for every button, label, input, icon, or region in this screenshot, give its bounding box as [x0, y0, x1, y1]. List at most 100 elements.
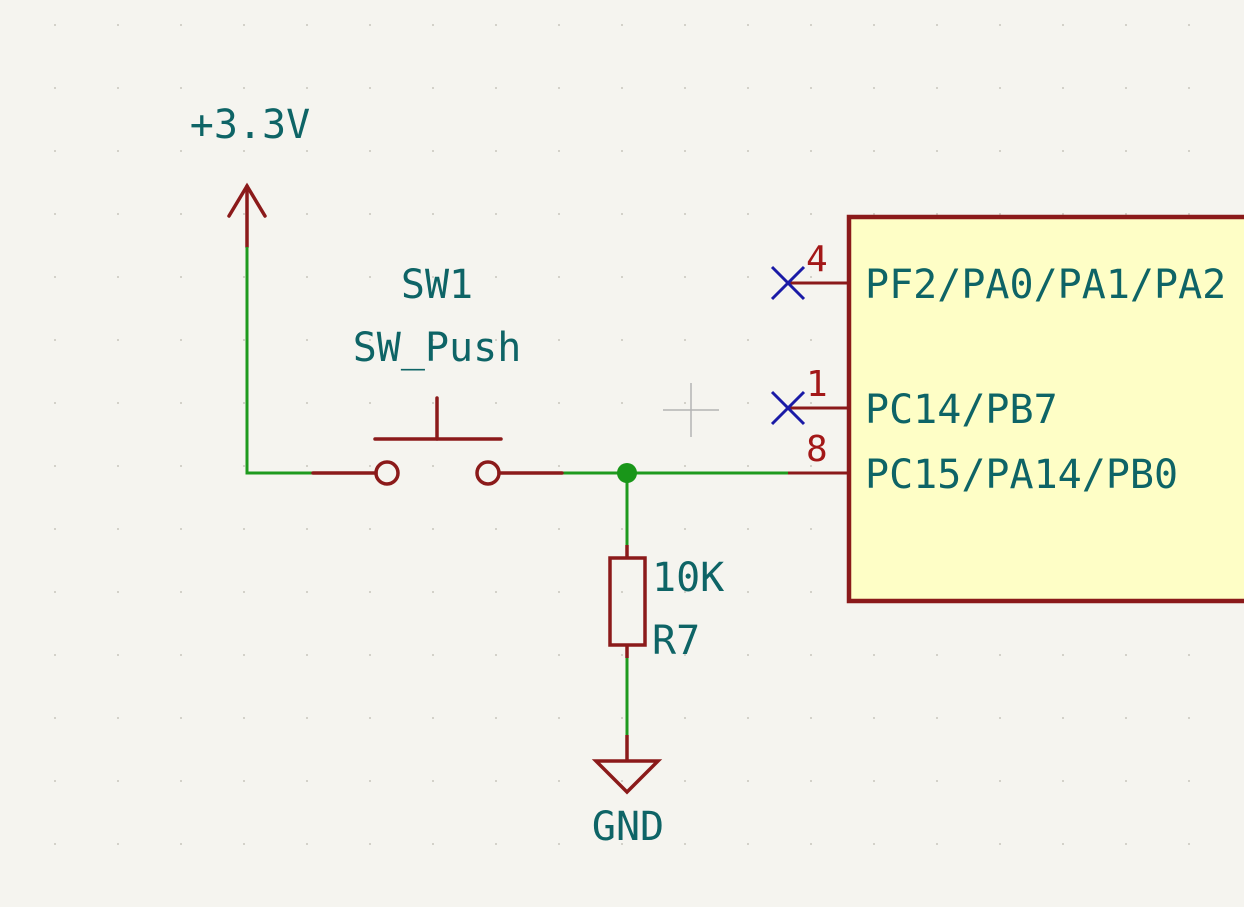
grid-dot: [810, 591, 812, 593]
grid-dot: [747, 402, 749, 404]
grid-dot: [432, 87, 434, 89]
grid-dot: [117, 87, 119, 89]
resistor-symbol[interactable]: [608, 545, 647, 658]
grid-dot: [621, 528, 623, 530]
wire-vcc-to-switch[interactable]: [245, 247, 313, 475]
grid-dot: [810, 24, 812, 26]
grid-dot: [621, 150, 623, 152]
grid-dot: [1188, 24, 1190, 26]
grid-dot: [747, 150, 749, 152]
grid-dot: [999, 843, 1001, 845]
grid-dot: [54, 402, 56, 404]
grid-dot: [306, 717, 308, 719]
grid-dot: [621, 24, 623, 26]
grid-dot: [180, 87, 182, 89]
grid-dot: [558, 276, 560, 278]
grid-dot: [369, 717, 371, 719]
grid-dot: [117, 591, 119, 593]
grid-dot: [747, 717, 749, 719]
grid-dot: [621, 402, 623, 404]
grid-dot: [54, 150, 56, 152]
grid-dot: [180, 402, 182, 404]
grid-dot: [369, 465, 371, 467]
grid-dot: [558, 339, 560, 341]
grid-dot: [54, 654, 56, 656]
grid-dot: [369, 528, 371, 530]
grid-dot: [747, 843, 749, 845]
grid-dot: [810, 465, 812, 467]
grid-dot: [747, 213, 749, 215]
grid-dot: [621, 780, 623, 782]
grid-dot: [621, 591, 623, 593]
grid-dot: [369, 591, 371, 593]
grid-dot: [54, 843, 56, 845]
grid-dot: [1125, 843, 1127, 845]
grid-dot: [873, 150, 875, 152]
grid-dot: [306, 843, 308, 845]
ic-pin-8[interactable]: 8 PC15/PA14/PB0: [788, 429, 1178, 498]
grid-dot: [684, 87, 686, 89]
grid-dot: [621, 87, 623, 89]
grid-dot: [558, 150, 560, 152]
grid-dot: [432, 402, 434, 404]
grid-dot: [117, 339, 119, 341]
grid-dot: [873, 717, 875, 719]
grid-dot: [1062, 717, 1064, 719]
grid-dot: [1062, 213, 1064, 215]
grid-dot: [810, 843, 812, 845]
vcc-label: +3.3V: [190, 102, 310, 148]
power-symbol-gnd[interactable]: [591, 735, 663, 795]
grid-dot: [369, 843, 371, 845]
grid-dot: [54, 528, 56, 530]
grid-dot: [621, 843, 623, 845]
grid-dot: [1125, 717, 1127, 719]
ic-pin-1[interactable]: 1 PC14/PB7: [788, 364, 1058, 433]
grid-dot: [180, 24, 182, 26]
grid-dot: [54, 780, 56, 782]
grid-dot: [495, 780, 497, 782]
push-switch-symbol[interactable]: [311, 396, 564, 486]
resistor-value: 10K: [652, 555, 724, 601]
grid-dot: [369, 213, 371, 215]
grid-dot: [369, 402, 371, 404]
pin-number: 8: [806, 429, 828, 470]
grid-dot: [999, 654, 1001, 656]
grid-dot: [243, 465, 245, 467]
grid-dot: [432, 528, 434, 530]
grid-dot: [369, 24, 371, 26]
grid-dot: [1125, 780, 1127, 782]
grid-dot: [117, 150, 119, 152]
grid-dot: [369, 276, 371, 278]
grid-dot: [243, 339, 245, 341]
resistor-body: [608, 556, 647, 647]
grid-dot: [243, 213, 245, 215]
grid-dot: [810, 87, 812, 89]
grid-dot: [873, 654, 875, 656]
grid-dot: [180, 528, 182, 530]
ic-pin-4[interactable]: 4 PF2/PA0/PA1/PA2: [788, 239, 1226, 308]
grid-dot: [558, 591, 560, 593]
power-symbol-vcc[interactable]: [227, 182, 267, 249]
resistor-reference: R7: [652, 618, 700, 664]
no-connect-icon-stroke: [770, 390, 806, 426]
pin-name: PF2/PA0/PA1/PA2: [865, 262, 1226, 308]
grid-dot: [684, 654, 686, 656]
grid-dot: [432, 276, 434, 278]
grid-dot: [54, 717, 56, 719]
grid-dot: [558, 717, 560, 719]
no-connect-flag-pin-4[interactable]: [770, 265, 806, 301]
grid-dot: [621, 213, 623, 215]
no-connect-flag-pin-1[interactable]: [770, 390, 806, 426]
wire-junction[interactable]: [617, 463, 637, 483]
grid-dot: [747, 780, 749, 782]
grid-dot: [1188, 654, 1190, 656]
grid-dot: [621, 717, 623, 719]
grid-dot: [117, 24, 119, 26]
grid-dot: [936, 87, 938, 89]
grid-dot: [1062, 150, 1064, 152]
grid-dot: [369, 654, 371, 656]
grid-dot: [1125, 150, 1127, 152]
grid-dot: [936, 780, 938, 782]
